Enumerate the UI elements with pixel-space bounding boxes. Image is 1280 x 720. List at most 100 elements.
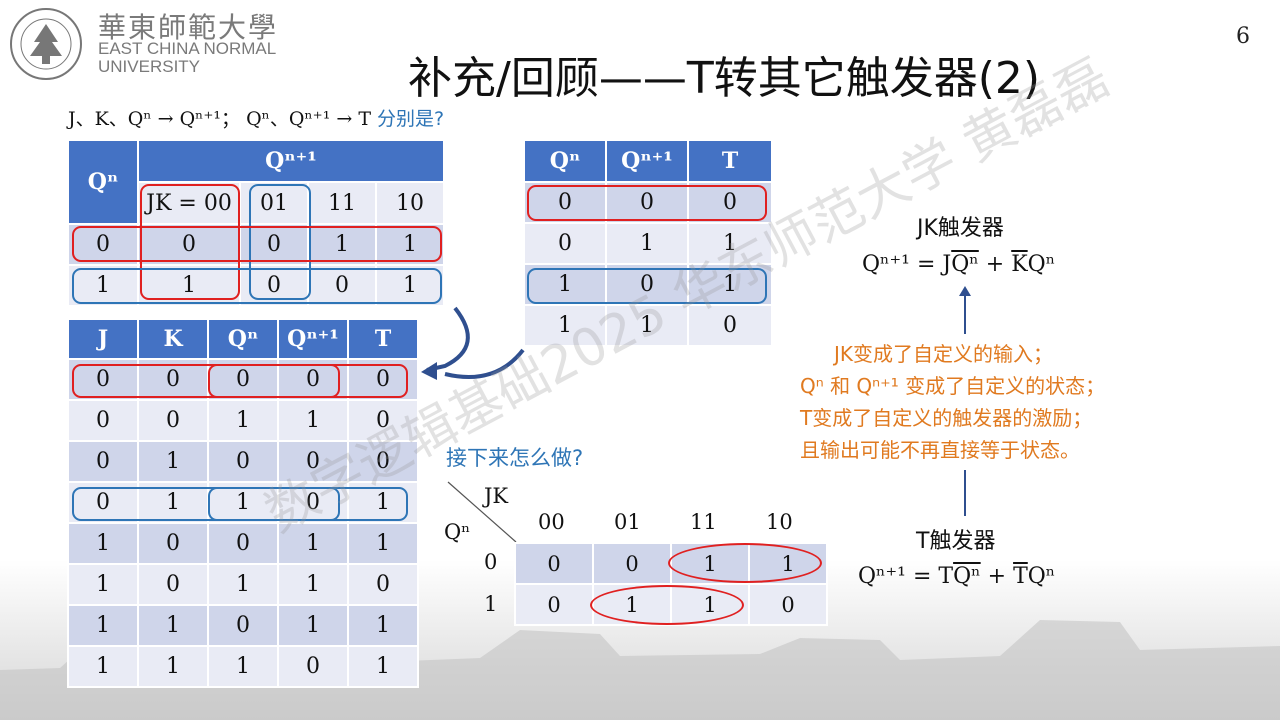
table-header: J xyxy=(67,318,139,360)
kmap-cell: 0 xyxy=(514,542,594,585)
kmap-group-ellipse xyxy=(668,543,822,583)
table-cell: 1 xyxy=(277,604,349,647)
table-cell: 1 xyxy=(277,399,349,442)
table-header: Qⁿ xyxy=(523,139,607,183)
highlight-box xyxy=(208,487,340,521)
subtitle-prefix: J、K、Qⁿ → Qⁿ⁺¹； Qⁿ、Qⁿ⁺¹ → T xyxy=(68,108,371,130)
table-header: Qⁿ⁺¹ xyxy=(277,318,349,360)
kmap-col-var: JK xyxy=(484,484,509,508)
table-header: Qⁿ⁺¹ xyxy=(605,139,689,183)
highlight-box xyxy=(208,364,340,398)
note-line: T变成了自定义的触发器的激励； xyxy=(800,406,1093,430)
table-header: Qⁿ xyxy=(207,318,279,360)
table-cell: 0 xyxy=(347,440,419,483)
table-header: T xyxy=(687,139,773,183)
kmap-diagonal xyxy=(447,481,517,543)
page-number: 6 xyxy=(1236,24,1250,49)
table-cell: 1 xyxy=(207,399,279,442)
kmap-cell: 0 xyxy=(592,542,672,585)
table-cell: 1 xyxy=(375,264,445,307)
table-cell: 0 xyxy=(207,522,279,565)
table-cell: 10 xyxy=(375,181,445,225)
table-row: 0 0 0 xyxy=(523,181,773,224)
table-cell: JK = 00 xyxy=(137,181,241,225)
table-cell: 0 xyxy=(67,440,139,483)
table-cell: 0 xyxy=(605,263,689,306)
kmap-col-label: 00 xyxy=(538,510,565,534)
table-cell: 0 xyxy=(347,399,419,442)
table-cell: 1 xyxy=(67,645,139,688)
t-ff-label: T触发器 xyxy=(916,529,996,554)
note-line: Qⁿ 和 Qⁿ⁺¹ 变成了自定义的状态； xyxy=(800,374,1106,398)
table-cell: 1 xyxy=(137,645,209,688)
table-cell: 1 xyxy=(347,645,419,688)
table-cell: 1 xyxy=(347,604,419,647)
table-cell: 1 xyxy=(687,222,773,265)
university-name-cn: 華東師範大學 xyxy=(98,11,279,44)
kmap-group-ellipse xyxy=(590,585,744,625)
table-cell: 1 xyxy=(605,222,689,265)
highlight-box xyxy=(527,268,767,304)
university-name-en: EAST CHINA NORMAL UNIVERSITY xyxy=(98,39,277,76)
table-header: Qⁿ⁺¹ xyxy=(137,139,445,183)
table-cell: 0 xyxy=(207,604,279,647)
table-cell: 0 xyxy=(67,399,139,442)
t-excitation-table: Qⁿ Qⁿ⁺¹ T 0 0 0 0 1 1 1 0 1 1 1 0 xyxy=(523,139,773,347)
table-cell: 0 xyxy=(207,440,279,483)
table-cell: 1 xyxy=(347,522,419,565)
note-line: JK变成了自定义的输入； xyxy=(834,342,1054,366)
table-cell: 0 xyxy=(605,181,689,224)
jk-ff-label: JK触发器 xyxy=(917,216,1004,241)
table-cell: 0 xyxy=(307,264,377,307)
table-cell: 0 xyxy=(277,440,349,483)
table-cell: 1 xyxy=(67,522,139,565)
table-cell: 1 xyxy=(523,304,607,347)
table-header: K xyxy=(137,318,209,360)
t-ff-equation: Qⁿ⁺¹ = TQⁿ + TQⁿ xyxy=(858,564,1056,589)
kmap-row-label: 1 xyxy=(484,592,498,616)
subtitle-question: 分别是? xyxy=(377,108,445,130)
table-cell: 0 xyxy=(137,563,209,606)
next-question: 接下来怎么做? xyxy=(446,446,584,470)
highlight-box xyxy=(249,184,311,300)
connector-line xyxy=(964,470,966,516)
subtitle: J、K、Qⁿ → Qⁿ⁺¹； Qⁿ、Qⁿ⁺¹ → T 分别是? xyxy=(68,104,444,131)
table-cell: 0 xyxy=(137,223,241,266)
kmap-col-label: 11 xyxy=(690,510,717,534)
table-row: 1 1 0 xyxy=(523,304,773,347)
highlight-box xyxy=(72,226,442,262)
note-line: 且输出可能不再直接等于状态。 xyxy=(800,438,1080,462)
kmap-col-label: 10 xyxy=(766,510,793,534)
table-cell: 0 xyxy=(347,563,419,606)
kmap-cell: 0 xyxy=(514,583,594,626)
jk-ff-equation: Qⁿ⁺¹ = JQⁿ + KQⁿ xyxy=(862,252,1056,277)
table-row: 0 1 1 xyxy=(523,222,773,265)
slide-title: 补充/回顾——T转其它触发器(2) xyxy=(408,53,1041,104)
table-cell: 1 xyxy=(207,645,279,688)
kmap-cell: 0 xyxy=(748,583,828,626)
table-cell: 0 xyxy=(277,645,349,688)
table-cell: 0 xyxy=(687,304,773,347)
table-cell: 0 xyxy=(137,399,209,442)
table-cell: 1 xyxy=(523,263,607,306)
highlight-box xyxy=(72,268,442,304)
table-cell: 1 xyxy=(277,563,349,606)
table-cell: 1 xyxy=(137,440,209,483)
kmap-col-label: 01 xyxy=(614,510,641,534)
table-cell: 1 xyxy=(67,604,139,647)
table-cell: 0 xyxy=(137,522,209,565)
table-cell: 1 xyxy=(67,563,139,606)
table-cell: 1 xyxy=(605,304,689,347)
table-header: T xyxy=(347,318,419,360)
table-cell: 11 xyxy=(307,181,377,225)
table-cell: 1 xyxy=(207,563,279,606)
table-cell: 1 xyxy=(277,522,349,565)
table-cell: 0 xyxy=(523,222,607,265)
